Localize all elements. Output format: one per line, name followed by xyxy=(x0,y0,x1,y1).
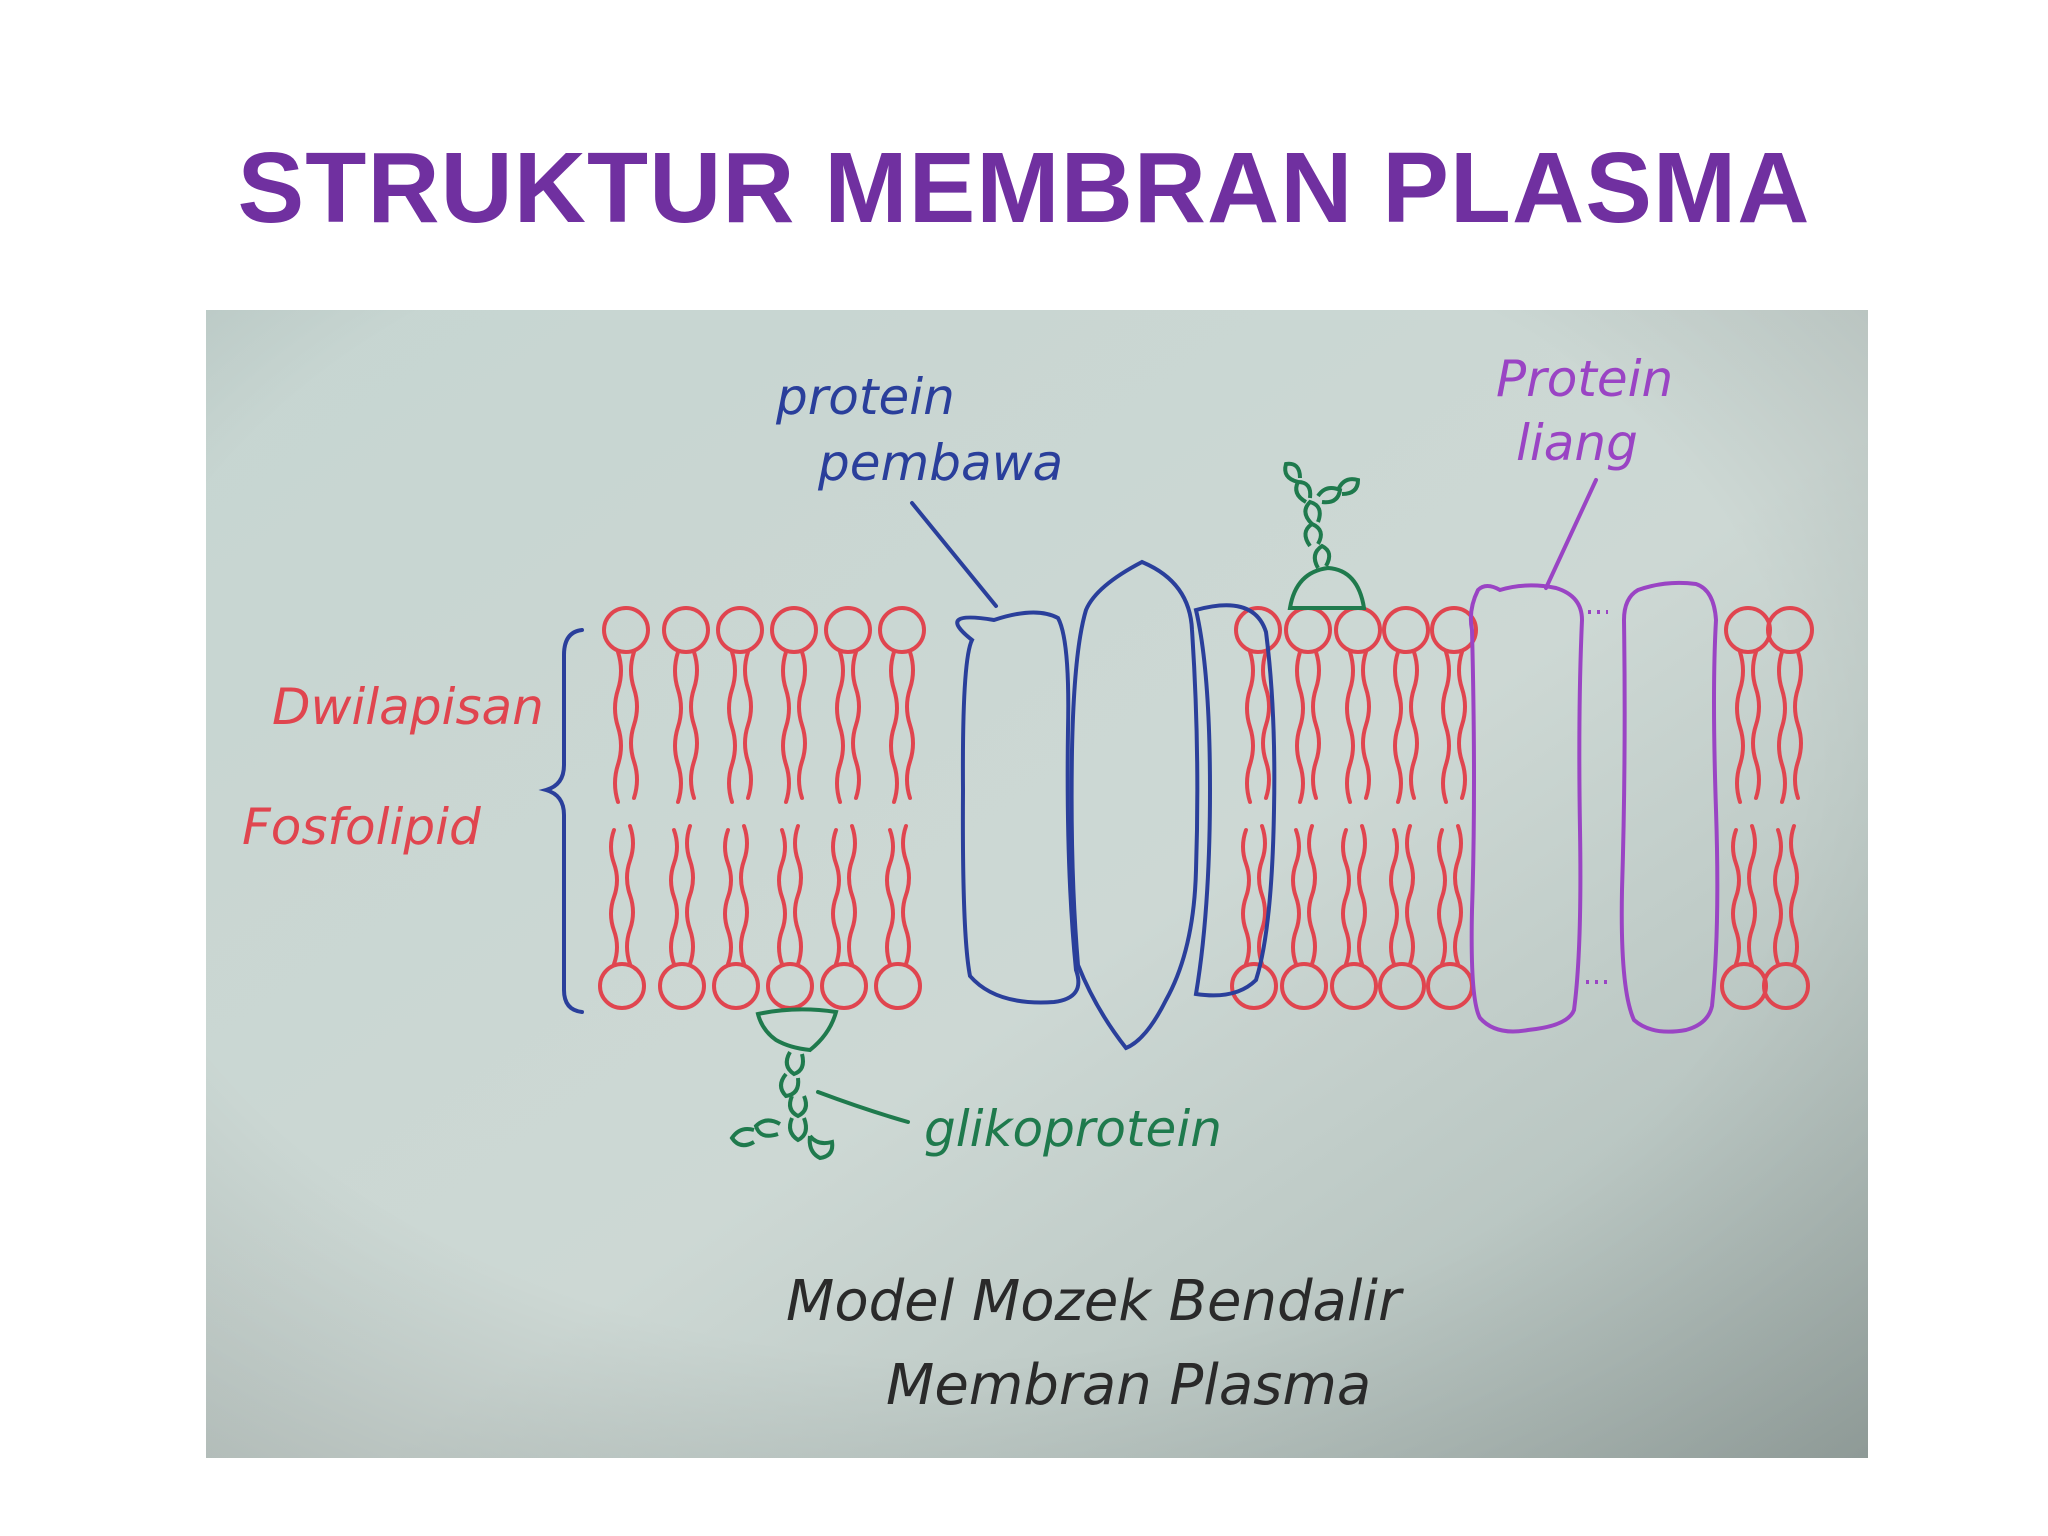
lipid-tail xyxy=(1295,650,1305,804)
caption-line2: Membran Plasma xyxy=(886,1353,1371,1418)
label-glikoprotein: glikoprotein xyxy=(924,1100,1222,1158)
lipid-head-outer xyxy=(716,606,764,654)
lipid-head-inner xyxy=(1378,962,1426,1010)
lipid-head-outer xyxy=(1766,606,1814,654)
lipid-tail xyxy=(889,650,899,804)
bilayer-bracket xyxy=(538,628,584,1014)
lipid-tail xyxy=(625,824,635,966)
channel-protein xyxy=(1468,478,1720,1034)
lipid-tail xyxy=(727,650,737,804)
glycoprotein-top xyxy=(1283,461,1367,610)
lipid-head-outer xyxy=(1234,606,1282,654)
lipid-tail xyxy=(1307,824,1317,966)
lipid-head-outer xyxy=(878,606,926,654)
lipid-tail xyxy=(851,650,861,800)
lipid-tail xyxy=(1341,828,1351,966)
lipid-head-inner xyxy=(1330,962,1378,1010)
label-fosfolipid: Fosfolipid xyxy=(242,798,481,856)
lipid-head-inner xyxy=(820,962,868,1010)
lipid-tail xyxy=(1389,828,1399,966)
lipid-tail xyxy=(1777,650,1787,804)
lipid-tail xyxy=(1261,650,1271,800)
lipid-tail xyxy=(685,824,695,966)
lipid-head-inner xyxy=(598,962,646,1010)
lipid-tail xyxy=(1361,650,1371,800)
lipid-tail xyxy=(1345,650,1355,804)
lipid-tail xyxy=(1457,650,1467,800)
lipid-tail xyxy=(905,650,915,800)
lipid-tail xyxy=(1735,650,1745,804)
lipid-tail xyxy=(1241,828,1251,966)
lipid-tail xyxy=(609,828,619,966)
lipid-tail xyxy=(673,650,683,804)
lipid-tail xyxy=(1731,828,1741,966)
lipid-head-outer xyxy=(602,606,650,654)
lipid-head-outer xyxy=(824,606,872,654)
caption-line1: Model Mozek Bendalir xyxy=(786,1269,1404,1334)
lipid-head-inner xyxy=(1762,962,1810,1010)
slide-title: STRUKTUR MEMBRAN PLASMA xyxy=(237,132,1811,244)
lipid-tail xyxy=(835,650,845,804)
lipid-head-outer xyxy=(662,606,710,654)
lipid-tail xyxy=(1311,650,1321,800)
lipid-tail xyxy=(1291,828,1301,966)
lipid-tail xyxy=(1357,824,1367,966)
lipid-tail xyxy=(723,828,733,966)
label-dwilapisan: Dwilapisan xyxy=(272,678,544,736)
lipid-tail xyxy=(885,828,895,966)
lipid-tail xyxy=(831,828,841,966)
lipid-head-outer xyxy=(1382,606,1430,654)
lipid-tail xyxy=(629,650,639,800)
paper-shading xyxy=(206,310,1868,1458)
label-protein-pembawa-line2: pembawa xyxy=(817,434,1063,492)
label-protein-liang-line2: liang xyxy=(1516,414,1638,472)
lipid-tail xyxy=(1393,650,1403,804)
lipid-tail xyxy=(1405,824,1415,966)
lipid-tail xyxy=(1257,824,1267,966)
lipid-tail xyxy=(1245,650,1255,804)
lipid-tail xyxy=(797,650,807,800)
label-protein-liang-line1: Protein xyxy=(1496,350,1673,408)
lipid-head-inner xyxy=(874,962,922,1010)
lipid-tail xyxy=(1773,828,1783,966)
carrier-protein xyxy=(910,501,1277,1051)
lipid-head-outer xyxy=(770,606,818,654)
membrane-diagram: Dwilapisan Fosfolipid protein pembawa Pr… xyxy=(206,310,1868,1458)
lipid-tail xyxy=(1747,824,1757,966)
lipid-tail xyxy=(1793,650,1803,800)
lipid-tail xyxy=(1437,828,1447,966)
lipid-head-inner xyxy=(1280,962,1328,1010)
lipid-tail xyxy=(781,650,791,804)
lipid-tail xyxy=(847,824,857,966)
lipid-tail xyxy=(1441,650,1451,804)
lipid-tail xyxy=(777,828,787,966)
lipid-tail xyxy=(669,828,679,966)
lipid-tail xyxy=(739,824,749,966)
lipid-tail xyxy=(1789,824,1799,966)
lipid-head-outer xyxy=(1430,606,1478,654)
lipid-tail xyxy=(689,650,699,800)
lipid-tail xyxy=(743,650,753,800)
label-protein-pembawa-line1: protein xyxy=(775,368,955,426)
glycoprotein-bottom xyxy=(729,1007,910,1161)
lipid-head-inner xyxy=(658,962,706,1010)
lipid-tail xyxy=(1751,650,1761,800)
membrane-diagram-photo: Dwilapisan Fosfolipid protein pembawa Pr… xyxy=(206,310,1868,1458)
lipid-tail xyxy=(901,824,911,966)
lipid-tail xyxy=(793,824,803,966)
lipid-tail xyxy=(1409,650,1419,800)
lipid-tail xyxy=(1453,824,1463,966)
lipid-head-inner xyxy=(1230,962,1278,1010)
lipid-tail xyxy=(613,650,623,804)
lipid-head-inner xyxy=(712,962,760,1010)
